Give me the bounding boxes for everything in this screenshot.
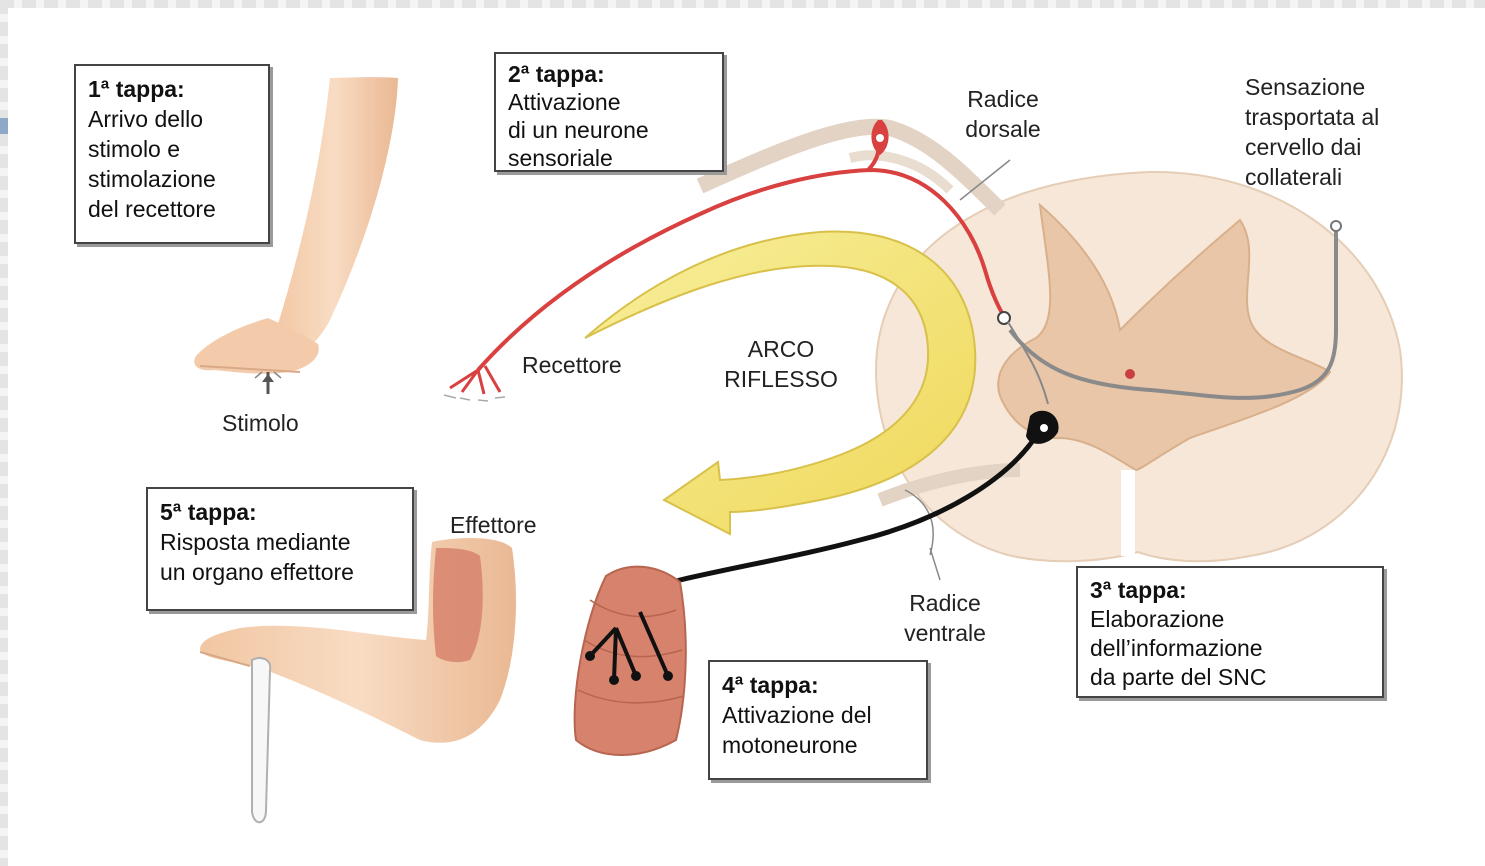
stimulus-icon: [255, 372, 281, 394]
effettore-label: Effettore: [450, 510, 537, 540]
recettore-label: Recettore: [522, 350, 622, 380]
arco-riflesso-label: ARCO RIFLESSO: [712, 334, 850, 394]
sensazione-label: Sensazione trasportata al cervello dai c…: [1245, 72, 1379, 192]
radice-dorsale-label: Radice dorsale: [950, 84, 1056, 144]
step-5-text: Risposta mediante un organo effettore: [160, 527, 400, 587]
step-1-box: 1ª tappa: Arrivo dello stimolo e stimola…: [74, 64, 270, 244]
muscle-bundle: [575, 567, 686, 755]
step-3-title: 3ª tappa:: [1090, 576, 1370, 605]
stimolo-label: Stimolo: [222, 408, 299, 438]
step-2-title: 2ª tappa:: [508, 60, 710, 88]
step-4-title: 4ª tappa:: [722, 670, 914, 700]
test-tube-icon: [252, 658, 270, 822]
step-2-text: Attivazione di un neurone sensoriale: [508, 88, 710, 172]
step-5-title: 5ª tappa:: [160, 497, 400, 527]
step-5-box: 5ª tappa: Risposta mediante un organo ef…: [146, 487, 414, 611]
step-3-box: 3ª tappa: Elaborazione dell’informazione…: [1076, 566, 1384, 698]
step-4-box: 4ª tappa: Attivazione del motoneurone: [708, 660, 928, 780]
step-1-title: 1ª tappa:: [88, 74, 256, 104]
step-2-box: 2ª tappa: Attivazione di un neurone sens…: [494, 52, 724, 172]
radice-ventrale-label: Radice ventrale: [892, 588, 998, 648]
collateral-end: [1331, 221, 1341, 231]
radice-ventrale-leader: [930, 548, 940, 580]
step-1-text: Arrivo dello stimolo e stimolazione del …: [88, 104, 256, 224]
step-4-text: Attivazione del motoneurone: [722, 700, 914, 760]
step-3-text: Elaborazione dell’informazione da parte …: [1090, 605, 1370, 692]
